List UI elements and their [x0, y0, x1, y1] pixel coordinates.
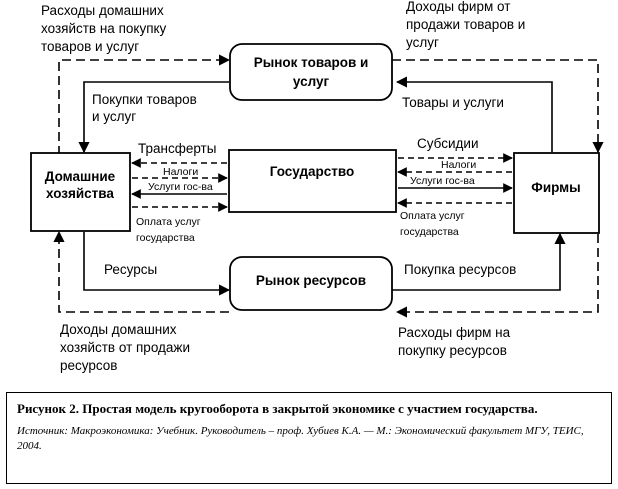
circular-flow-diagram: Рынок товаров и услуг Домашние хозяйства… [30, 0, 604, 373]
hh-pay-services-label-1: Оплата услуг [136, 216, 201, 228]
household-spending-label-2: хозяйств на покупку [41, 21, 167, 36]
hh-gov-services-label: Услуги гос-ва [148, 181, 213, 193]
households-box [30, 152, 131, 232]
firm-revenue-label-3: услуг [406, 35, 439, 50]
goods-services-label: Товары и услуги [402, 95, 504, 110]
firm-revenue-label-2: продажи товаров и [406, 17, 525, 32]
resource-purchase-label: Покупка ресурсов [404, 262, 516, 277]
firms-box [513, 152, 600, 234]
firm-gov-services-label: Услуги гос-ва [410, 175, 475, 187]
goods-market-label-1: Рынок товаров и [254, 55, 369, 70]
household-income-arrow [53, 230, 229, 313]
firm-taxes-label: Налоги [441, 159, 476, 171]
household-income-label-3: ресурсов [60, 358, 117, 373]
resource-market-box [229, 256, 393, 311]
resource-purchase-arrow [392, 232, 566, 291]
purchases-label-2: и услуг [92, 109, 136, 124]
resources-label: Ресурсы [104, 262, 157, 277]
household-spending-label-1: Расходы домашних [41, 3, 164, 18]
hh-pay-services-label-2: государства [136, 232, 195, 244]
purchases-arrow [78, 81, 229, 154]
caption-title: Рисунок 2. Простая модель кругооборота в… [17, 401, 538, 416]
goods-market-label-2: услуг [293, 74, 330, 89]
firms-label: Фирмы [531, 180, 580, 195]
hh-taxes-label: Налоги [163, 166, 198, 178]
households-label-1: Домашние [45, 169, 116, 184]
household-spending-label-3: товаров и услуг [41, 39, 139, 54]
firm-spending-label-2: покупку ресурсов [398, 343, 507, 358]
household-income-label-1: Доходы домашних [60, 322, 177, 337]
firm-revenue-label-1: Доходы фирм от [406, 0, 510, 14]
figure-caption: Рисунок 2. Простая модель кругооборота в… [6, 392, 612, 484]
household-spending-arrow [58, 54, 231, 155]
subsidies-label: Субсидии [417, 136, 478, 151]
firm-revenue-arrow [392, 59, 604, 154]
goods-market-box [229, 43, 393, 101]
transfers-label: Трансферты [138, 141, 216, 156]
resources-arrow [83, 232, 231, 296]
goods-services-arrow [395, 76, 553, 152]
firm-pay-services-label-2: государства [400, 226, 459, 238]
caption-source: Источник: Макроэкономика: Учебник. Руков… [17, 425, 584, 452]
government-label: Государство [270, 164, 355, 179]
firm-pay-services-label-1: Оплата услуг [400, 210, 465, 222]
household-income-label-2: хозяйств от продажи [60, 340, 190, 355]
purchases-label-1: Покупки товаров [92, 92, 197, 107]
firm-spending-arrow [395, 234, 599, 318]
government-box [228, 149, 397, 213]
resource-market-label: Рынок ресурсов [256, 273, 366, 288]
firm-spending-label-1: Расходы фирм на [398, 325, 511, 340]
households-label-2: хозяйства [46, 186, 114, 201]
